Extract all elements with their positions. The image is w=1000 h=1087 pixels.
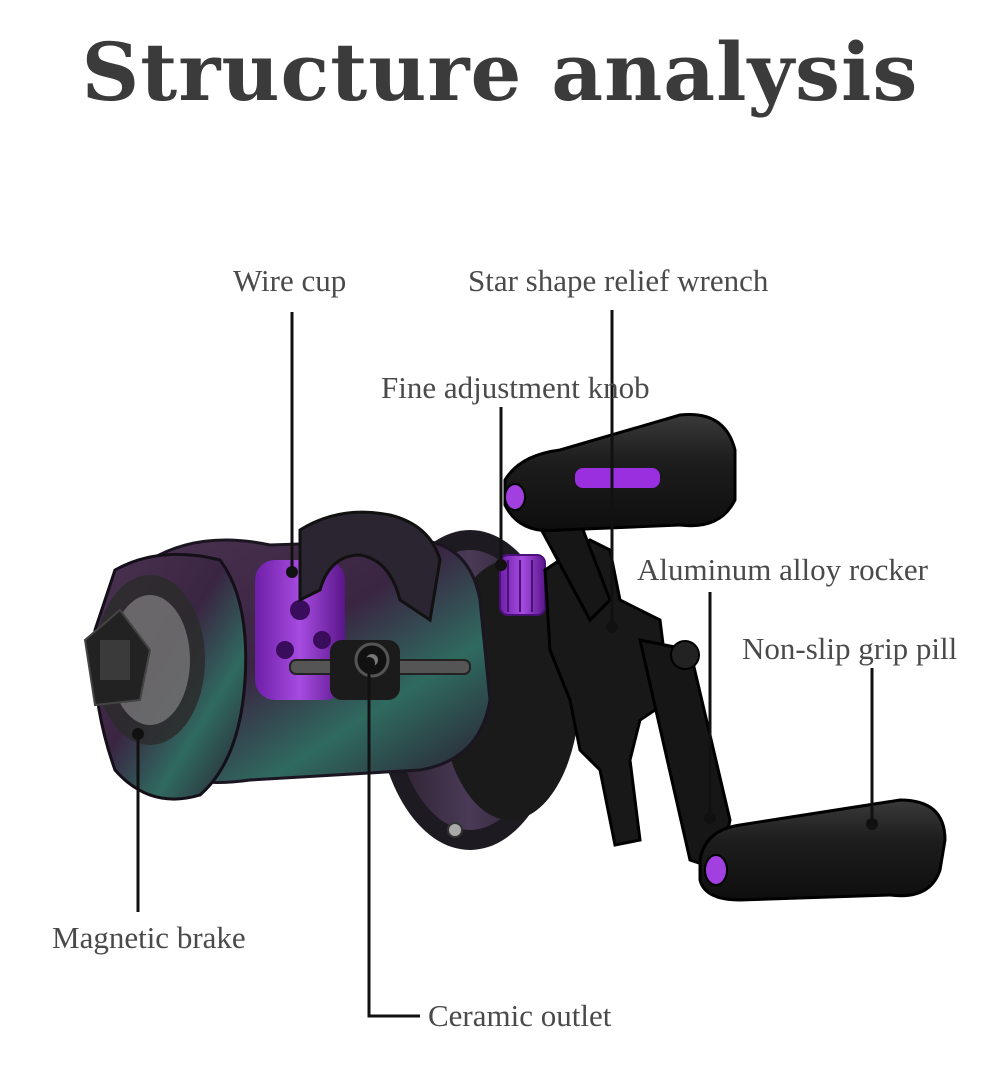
grip-lower (698, 798, 947, 902)
label-grip-pill: Non-slip grip pill (742, 631, 958, 666)
leader-ceramic-outlet (367, 663, 420, 1018)
baitcasting-reel (83, 412, 947, 902)
label-fine-knob: Fine adjustment knob (381, 370, 650, 405)
label-aluminum-rocker: Aluminum alloy rocker (637, 552, 928, 587)
label-magnetic-brake: Magnetic brake (52, 920, 246, 955)
label-star-wrench: Star shape relief wrench (468, 263, 769, 298)
leader-lines (136, 310, 874, 1018)
page-title: Structure analysis (81, 25, 919, 119)
label-wire-cup: Wire cup (233, 263, 347, 298)
top-cover (298, 510, 442, 623)
label-ceramic-outlet: Ceramic outlet (428, 998, 612, 1033)
leader-dots (132, 559, 878, 830)
